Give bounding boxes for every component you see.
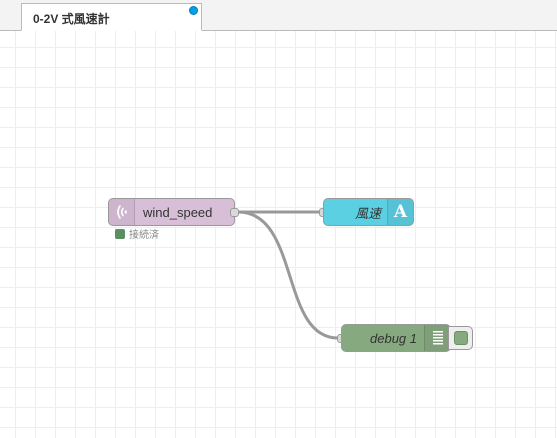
node-debug[interactable]: debug 1 (341, 324, 451, 352)
letter-a-icon: A (387, 199, 413, 225)
status-connected-icon (115, 228, 125, 239)
debug-toggle-button[interactable] (448, 326, 473, 350)
node-wind-speed-label: wind_speed (143, 204, 213, 220)
debug-list-icon (424, 325, 450, 351)
node-wind-speed-status-text: 接続済 (129, 230, 159, 241)
workspace-canvas[interactable] (0, 31, 557, 438)
node-debug-label: debug 1 (370, 330, 417, 346)
node-text-label: 風速 (355, 205, 382, 221)
node-wind-speed[interactable]: wind_speed (108, 198, 235, 226)
flow-tab-label: 0-2V 式風速計 (33, 12, 110, 26)
wireless-signal-icon (109, 199, 135, 225)
debug-toggle-indicator (454, 331, 468, 345)
node-wind-speed-output-port[interactable] (230, 208, 239, 217)
flow-tab[interactable]: 0-2V 式風速計 (21, 3, 202, 31)
node-text-wind-speed[interactable]: 風速 A (323, 198, 414, 226)
workspace-tab-bar: 0-2V 式風速計 (0, 0, 557, 31)
tab-modified-indicator (189, 6, 198, 15)
node-wind-speed-status: 接続済 (115, 227, 159, 241)
